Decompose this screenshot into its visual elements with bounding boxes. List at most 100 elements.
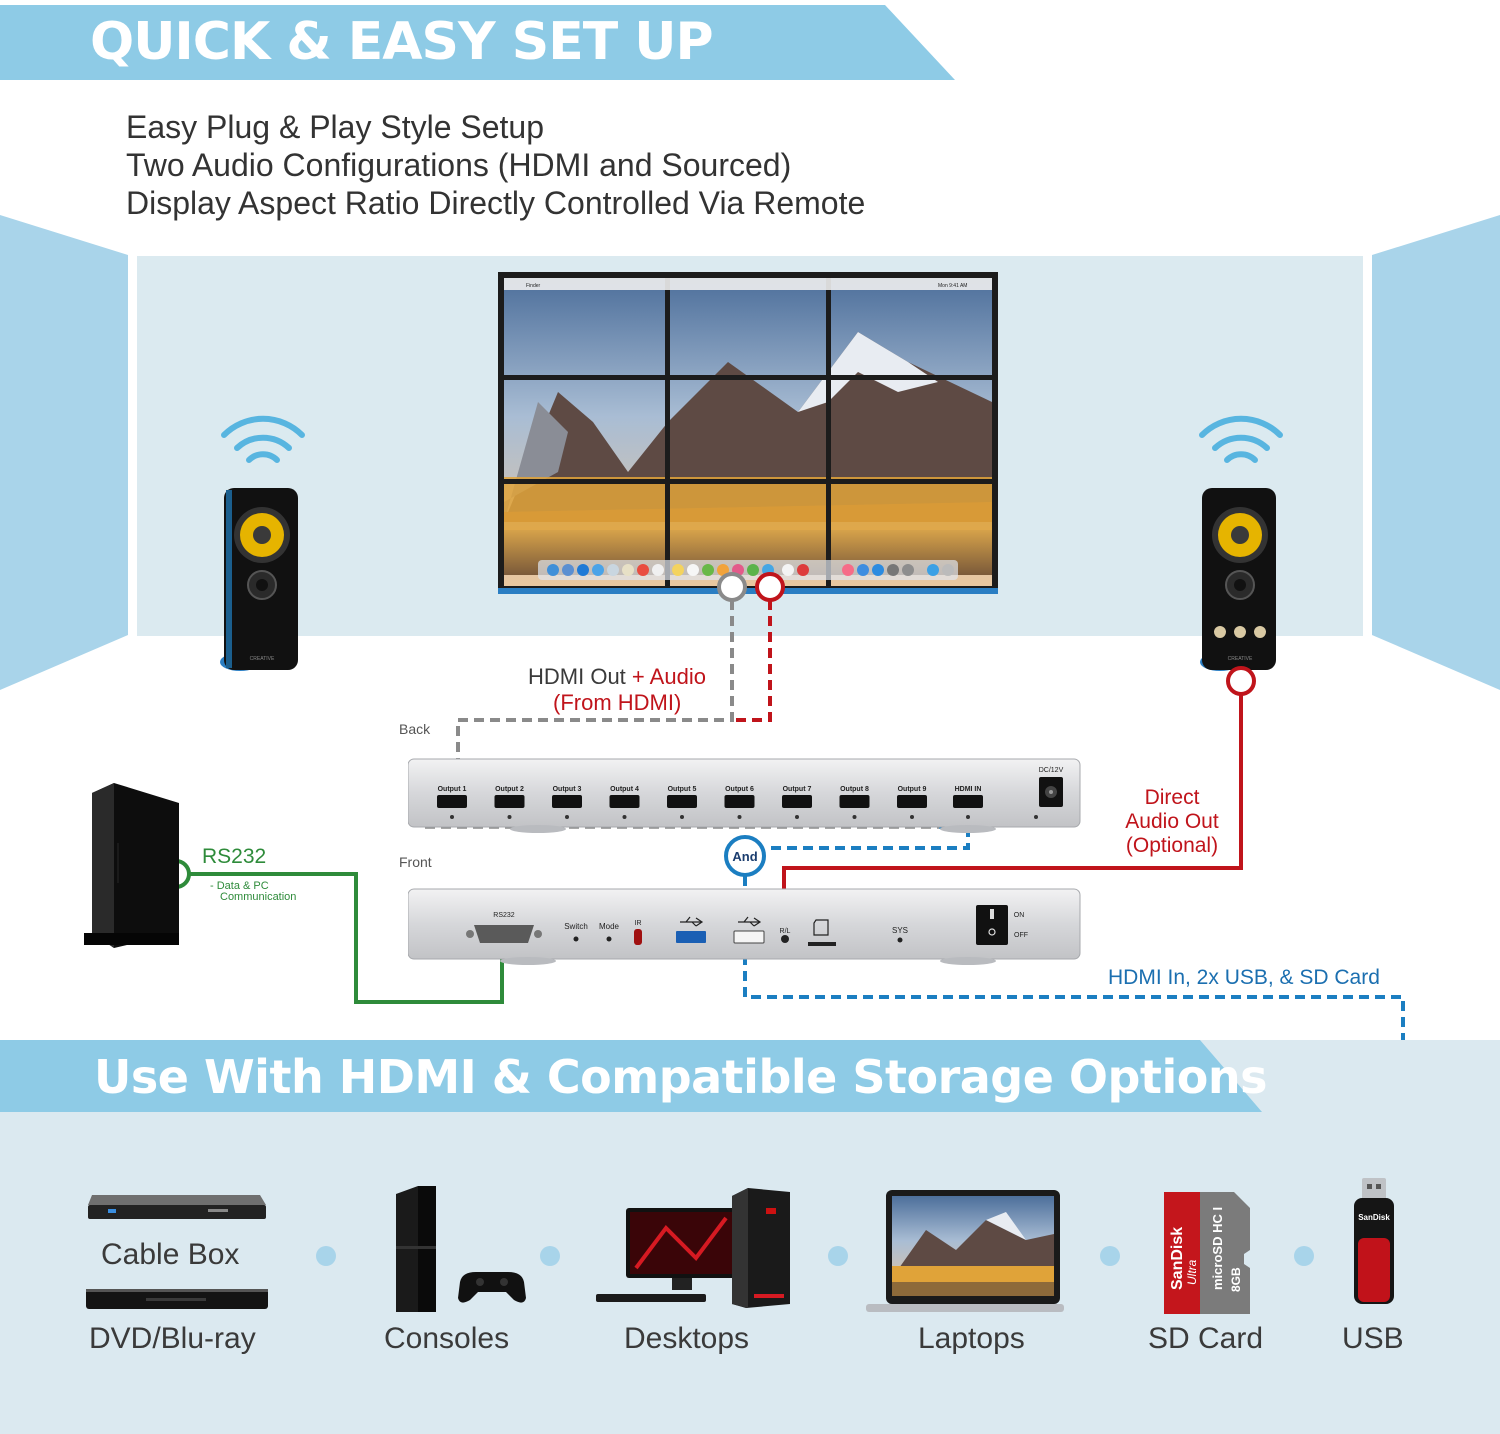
page-title: QUICK & EASY SET UP — [90, 12, 714, 72]
audio-jack — [781, 935, 789, 943]
audio-connector-icon — [755, 572, 785, 602]
on-label: ON — [1014, 912, 1025, 919]
off-label: OFF — [1014, 932, 1028, 939]
menubar-text: Finder — [526, 283, 541, 289]
front-label: Front — [399, 854, 432, 870]
sys-led — [897, 937, 903, 943]
desktop-icon — [596, 1188, 790, 1308]
hdmi-out-text: HDMI Out — [528, 664, 626, 689]
usb-icon — [680, 916, 762, 927]
sd-card-slot — [808, 942, 836, 946]
hdmi-audio-line — [732, 600, 772, 722]
switch-button — [573, 936, 579, 942]
sd-card-icon — [813, 919, 829, 936]
wireless-icon — [221, 415, 305, 463]
hdmi-in-port-label: HDMI IN — [955, 786, 982, 793]
left-speaker: CREATIVE — [220, 415, 305, 671]
dvd-player-icon — [86, 1289, 268, 1309]
inputs-label: HDMI In, 2x USB, & SD Card — [1108, 966, 1380, 989]
separator-dot — [316, 1246, 336, 1266]
device-label-dvd: DVD/Blu-ray — [89, 1322, 256, 1355]
room-left-wall — [0, 215, 128, 690]
console-icon — [396, 1186, 526, 1312]
device-label-cable-box: Cable Box — [101, 1238, 240, 1271]
hdmi-output-port — [667, 795, 697, 808]
hdmi-output-port — [839, 795, 870, 808]
sd-card-type: microSD HC I — [1210, 1207, 1225, 1290]
direct-audio-line-2: Audio Out — [1125, 810, 1219, 833]
laptop-icon — [866, 1190, 1064, 1312]
port-led — [795, 815, 799, 819]
port-led — [622, 815, 627, 819]
feature-item: Display Aspect Ratio Directly Controlled… — [126, 185, 866, 221]
feature-item: Two Audio Configurations (HDMI and Sourc… — [126, 147, 792, 183]
device-label-desktops: Desktops — [624, 1322, 750, 1355]
device-label-laptops: Laptops — [918, 1322, 1025, 1355]
rs232-port — [474, 925, 534, 943]
hdmi-out-line — [456, 600, 734, 772]
feature-list: Easy Plug & Play Style Setup Two Audio C… — [126, 108, 865, 222]
pc-tower-icon — [84, 783, 179, 948]
switch-label: Switch — [564, 922, 588, 931]
rs232-sub-label: - Data & PC Communication — [210, 881, 296, 903]
hdmi-output-port — [782, 795, 812, 808]
power-switch — [976, 905, 1008, 945]
hdmi-in-port — [953, 795, 983, 808]
port-led — [450, 815, 454, 819]
room-right-wall — [1372, 215, 1500, 690]
output-port-label: Output 3 — [553, 786, 582, 793]
rl-label: R/L — [780, 928, 791, 935]
rs232-label: RS232 — [202, 845, 267, 868]
from-hdmi-label: (From HDMI) — [553, 690, 682, 715]
output-port-label: Output 9 — [898, 786, 927, 793]
port-led — [507, 815, 512, 819]
port-led — [852, 815, 857, 819]
direct-audio-line-3: (Optional) — [1125, 834, 1219, 857]
video-wall: Finder Mon 9:41 AM — [498, 272, 998, 594]
hdmi-output-port — [437, 795, 467, 808]
hdmi-out-label: HDMI Out + Audio — [528, 664, 706, 690]
hdmi-output-port — [609, 795, 640, 808]
rs232-line — [190, 872, 504, 1004]
output-port-label: Output 2 — [495, 786, 524, 793]
separator-dot — [828, 1246, 848, 1266]
rs232-sub-line-2: Communication — [220, 891, 297, 903]
output-port-label: Output 5 — [668, 786, 697, 793]
output-port-label: Output 6 — [725, 786, 754, 793]
back-label: Back — [399, 721, 431, 737]
usb-drive-icon: SanDisk — [1354, 1178, 1394, 1304]
inputs-line — [743, 955, 1405, 1072]
feature-item: Easy Plug & Play Style Setup — [126, 109, 544, 145]
hdmi-output-port — [724, 795, 755, 808]
device-label-consoles: Consoles — [384, 1322, 510, 1355]
port-led — [565, 815, 569, 819]
dc-label: DC/12V — [1039, 767, 1064, 774]
sd-card-capacity: 8GB — [1229, 1267, 1243, 1292]
port-led — [680, 815, 684, 819]
usb3-port — [676, 931, 706, 943]
rs232-port-label: RS232 — [493, 912, 515, 919]
right-speaker: CREATIVE — [1199, 415, 1283, 671]
mode-button — [606, 936, 612, 942]
wireless-icon — [1199, 415, 1283, 463]
separator-dot — [1294, 1246, 1314, 1266]
separator-dot — [1100, 1246, 1120, 1266]
direct-audio-line-1: Direct — [1144, 786, 1200, 809]
usb2-port — [733, 930, 765, 944]
hdmi-output-port — [552, 795, 582, 808]
storage-banner — [0, 1040, 1262, 1112]
output-port-label: Output 8 — [840, 786, 869, 793]
hdmi-output-port — [494, 795, 525, 808]
ir-sensor — [634, 929, 642, 945]
sys-label: SYS — [892, 926, 908, 935]
direct-audio-label: Direct Audio Out (Optional) — [1118, 786, 1226, 858]
and-label: And — [732, 849, 757, 864]
device-label-sd-card: SD Card — [1148, 1322, 1264, 1355]
device-label-usb: USB — [1342, 1322, 1404, 1355]
plus-audio-text: + Audio — [631, 664, 706, 689]
menubar-clock: Mon 9:41 AM — [938, 283, 967, 289]
header-banner — [0, 5, 955, 80]
separator-dot — [540, 1246, 560, 1266]
